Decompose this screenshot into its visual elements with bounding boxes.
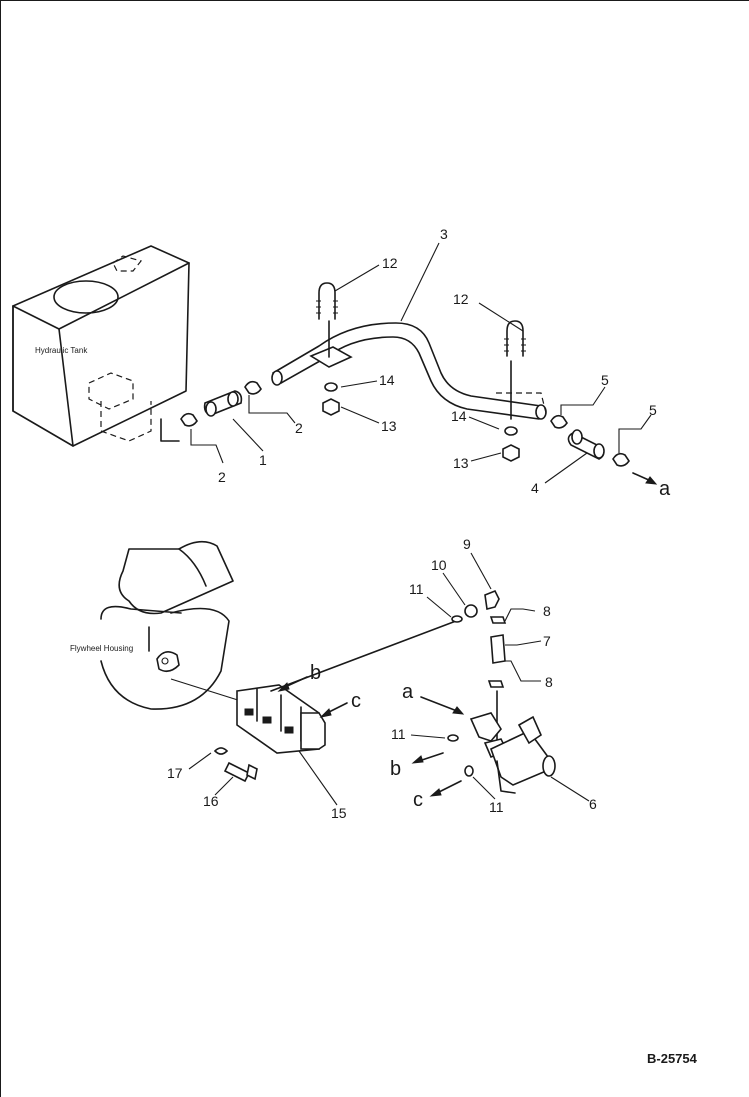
callout-17: 17 [167, 765, 183, 781]
return-hose-assembly [550, 414, 658, 485]
u-bolt-right [502, 320, 526, 462]
washer-17 [213, 747, 229, 755]
connection-b-out: b [390, 758, 401, 780]
callout-2-left: 2 [218, 469, 226, 485]
callout-11-upper: 11 [409, 581, 424, 597]
hydraulic-pump [213, 684, 326, 783]
suction-hose-assembly [180, 380, 262, 427]
callout-13-right: 13 [453, 455, 469, 471]
callout-12-left: 12 [382, 255, 398, 271]
leader-lines [188, 242, 652, 806]
callouts: 1 2 2 3 4 5 5 6 7 8 8 9 10 11 11 11 12 1… [167, 226, 657, 821]
nut-13-left [322, 398, 340, 416]
washer-14-right [504, 426, 518, 436]
callout-5-lower: 5 [649, 402, 657, 418]
nut-13-right [502, 444, 520, 462]
callout-12-right: 12 [453, 291, 469, 307]
callout-14-right: 14 [451, 408, 467, 424]
washer-14-left [324, 382, 338, 392]
callout-15: 15 [331, 805, 347, 821]
callout-5-upper: 5 [601, 372, 609, 388]
callout-11-middle: 11 [391, 726, 406, 742]
connection-a-out: a [659, 478, 671, 500]
callout-2-right: 2 [295, 420, 303, 436]
callout-10: 10 [431, 557, 447, 573]
callout-11-lower: 11 [489, 799, 504, 815]
suction-manifold [447, 712, 556, 794]
callout-8-lower: 8 [545, 674, 553, 690]
callout-8-upper: 8 [543, 603, 551, 619]
connection-letters: a a b b c c [310, 478, 671, 811]
flywheel-housing: Flywheel Housing [70, 540, 242, 710]
bolt-16 [223, 761, 251, 783]
connection-c-out: c [413, 789, 423, 811]
callout-3: 3 [440, 226, 448, 242]
callout-9: 9 [463, 536, 471, 552]
callout-1: 1 [259, 452, 267, 468]
callout-4: 4 [531, 480, 539, 496]
hydraulic-tank-label: Hydraulic Tank [35, 346, 88, 355]
connection-a-in: a [402, 681, 414, 703]
suction-pipe [271, 322, 547, 420]
connection-b-pump: b [310, 662, 321, 684]
callout-13-left: 13 [381, 418, 397, 434]
connection-arrows [277, 676, 465, 797]
drawing-reference-number: B-25754 [647, 1051, 698, 1066]
connection-c-pump: c [351, 690, 361, 712]
flywheel-housing-label: Flywheel Housing [70, 644, 133, 653]
callout-7: 7 [543, 633, 551, 649]
callout-6: 6 [589, 796, 597, 812]
callout-14-left: 14 [379, 372, 395, 388]
callout-16: 16 [203, 793, 219, 809]
u-bolt-left [309, 282, 353, 416]
hydraulic-tank: Hydraulic Tank [12, 245, 190, 447]
